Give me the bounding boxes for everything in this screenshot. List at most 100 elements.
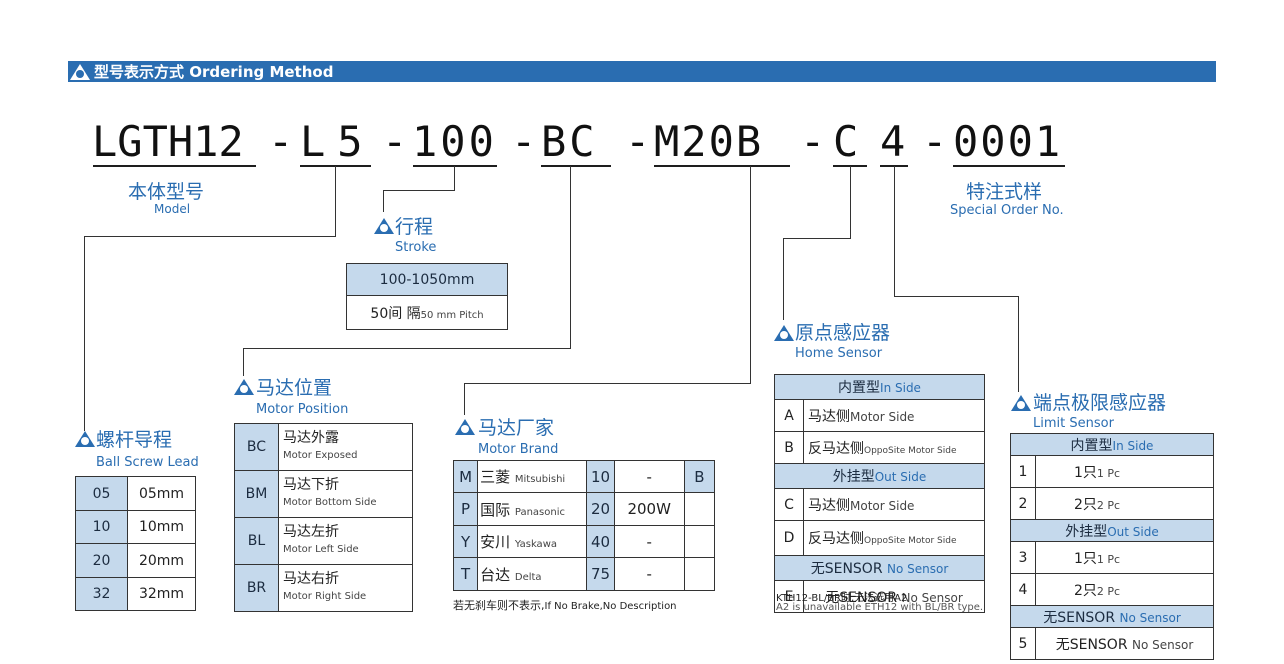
connector-home-v2 (783, 238, 784, 320)
home-code: C (774, 488, 804, 521)
connector-home-v1 (850, 166, 851, 238)
home-outer-en: Out Side (874, 470, 927, 484)
underline-model (93, 165, 256, 167)
power-value: 200W (613, 492, 685, 526)
home-code: D (774, 520, 804, 556)
limit-outer-en: Out Side (1107, 524, 1159, 539)
home-inner-header: 内置型In Side (774, 374, 985, 400)
home-en: No Sensor (901, 590, 963, 605)
position-code: BM (234, 470, 279, 518)
limit-inner-en: In Side (1112, 438, 1154, 453)
position-cn: 马达下折 (283, 477, 339, 493)
brand-cn: 国际 (480, 500, 511, 519)
underline-motor (654, 165, 790, 167)
label-lead-cn: 螺杆导程 (96, 429, 173, 451)
label-limit-en: Limit Sensor (1033, 416, 1114, 431)
label-stroke-en: Stroke (395, 240, 437, 255)
power-code: 40 (586, 525, 615, 558)
brand-code: P (452, 492, 479, 526)
connector-motor-h (464, 383, 751, 384)
power-value: - (613, 525, 685, 558)
limit-inner-header: 内置型In Side (1010, 433, 1214, 456)
limit-cn: 2只 (1074, 496, 1097, 513)
brand-code: T (452, 557, 479, 591)
limit-code: 1 (1010, 455, 1036, 488)
brake-note-en: If No Brake,No Description (544, 601, 677, 612)
home-en: OppoSite Motor Side (864, 536, 957, 546)
code-dash-4: - (625, 117, 651, 166)
connector-home-h (783, 238, 851, 239)
connector-limit-v1 (894, 166, 895, 296)
home-code: E (774, 580, 804, 613)
connector-stroke-h (383, 190, 455, 191)
brand-triangle-icon (455, 419, 475, 435)
limit-cn: 1只 (1074, 550, 1097, 567)
power-code: 20 (586, 492, 615, 526)
home-none-header: 无SENSOR No Sensor (774, 555, 985, 581)
brand-code: Y (452, 525, 479, 558)
code-home: C (833, 117, 859, 166)
brake-empty-cell (683, 525, 716, 558)
home-note-1: KTH12-BL/BR时,无法选用A2 (776, 593, 908, 604)
limit-code: 4 (1010, 573, 1036, 606)
table-row: Y 安川 Yaskawa 40 - (452, 525, 716, 558)
lead-code: 20 (75, 543, 128, 578)
home-cn: 马达侧 (808, 408, 850, 425)
brand-en: Yaskawa (514, 539, 557, 550)
lead-value: 10mm (127, 510, 196, 544)
limit-none-header: 无SENSOR No Sensor (1010, 605, 1214, 628)
limit-inner-cn: 内置型 (1070, 437, 1113, 454)
brake-empty-cell (683, 557, 716, 591)
code-lead: L5 (300, 117, 375, 166)
brake-code: B (683, 460, 716, 493)
home-outer-header: 外挂型Out Side (774, 463, 985, 489)
connector-motor-v1 (750, 166, 751, 383)
position-code: BR (234, 564, 279, 612)
limit-outer-header: 外挂型Out Side (1010, 519, 1214, 542)
connector-position-v1 (570, 166, 571, 348)
power-value: - (613, 460, 685, 493)
connector-lead-v2 (84, 236, 85, 431)
connector-stroke-v1 (454, 166, 455, 190)
stroke-pitch-en: 50 mm Pitch (420, 309, 484, 321)
position-code: BC (234, 423, 279, 471)
limit-code: 2 (1010, 487, 1036, 520)
code-limit: 4 (880, 117, 906, 166)
header-triangle-icon (70, 64, 90, 80)
lead-code: 32 (75, 577, 128, 611)
connector-position-v2 (243, 348, 244, 376)
position-en: Motor Right Side (283, 591, 367, 602)
home-inner-cn: 内置型 (838, 380, 881, 396)
connector-motor-v2 (464, 383, 465, 415)
home-note-2: A2 is unavailable ETH12 with BL/BR type. (776, 602, 984, 613)
label-stroke-cn: 行程 (395, 216, 434, 238)
lead-code: 05 (75, 476, 128, 511)
limit-en: 1 Pc (1096, 552, 1121, 566)
home-cn: 反马达侧 (808, 531, 864, 547)
home-en: OppoSite Motor Side (864, 445, 957, 456)
table-row: P 国际 Panasonic 20 200W (452, 492, 716, 526)
code-special: 0001 (953, 117, 1063, 166)
stroke-pitch: 50间 隔50 mm Pitch (346, 295, 508, 330)
home-none-cn: 无SENSOR (810, 561, 883, 577)
connector-lead-h (84, 236, 336, 237)
position-en: Motor Bottom Side (283, 497, 377, 508)
limit-code: 5 (1010, 627, 1036, 660)
connector-limit-h (894, 296, 1019, 297)
position-cn: 马达左折 (283, 524, 339, 540)
lead-triangle-icon (75, 431, 95, 447)
brand-en: Mitsubishi (514, 474, 566, 485)
label-model-cn: 本体型号 (128, 181, 205, 203)
stroke-range: 100-1050mm (346, 263, 508, 296)
underline-special (953, 165, 1065, 167)
